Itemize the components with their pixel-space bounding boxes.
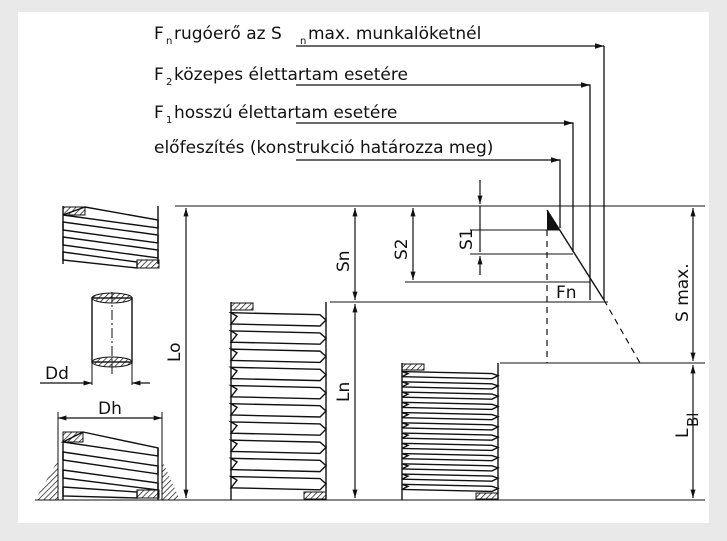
legend-f1: F 1 hosszú élettartam esetére — [154, 103, 397, 126]
fn-label-text2: max. munkalöketnél — [308, 24, 481, 44]
f1-label-main: F — [154, 103, 164, 123]
dh-label: Dh — [98, 399, 122, 419]
f1-label-sub: 1 — [166, 115, 172, 126]
s1-label: S1 — [457, 228, 477, 250]
wire-section: Dd — [40, 292, 150, 386]
fn-label-text: rugóerő az S — [174, 24, 282, 44]
spring-mounted: Dh — [35, 399, 180, 500]
spring-coil — [401, 463, 500, 472]
dd-label: Dd — [45, 364, 69, 384]
leader-lines — [296, 43, 605, 300]
lbl-label: L Bl — [673, 413, 702, 438]
spring-coil — [401, 473, 500, 482]
spring-coil — [401, 411, 500, 421]
s2-label: S2 — [392, 238, 412, 260]
f2-label-text: közepes élettartam esetére — [174, 65, 408, 85]
spring-coil — [401, 483, 500, 493]
fn-dim-label: Fn — [556, 283, 577, 303]
force-line — [546, 209, 605, 301]
spring-coil — [228, 439, 328, 455]
spring-coil — [228, 366, 328, 382]
spring-coil — [401, 391, 500, 400]
spring-free — [62, 206, 160, 269]
sn-label: Sn — [334, 250, 354, 272]
reference-lines — [35, 205, 705, 501]
spring-coil — [401, 370, 500, 380]
legend-f2: F 2 közepes élettartam esetére — [154, 65, 408, 88]
legend-fn: F n rugóerő az S n max. munkalöketnél — [154, 24, 481, 47]
force-line-dashed — [603, 299, 641, 364]
spring-coil — [228, 475, 328, 491]
fn-label-sub: n — [166, 36, 172, 47]
preload-label: előfeszítés (konstrukció határozza meg) — [154, 138, 493, 158]
spring-block — [401, 363, 500, 500]
spring-coil — [401, 452, 500, 462]
f2-label-sub: 2 — [166, 77, 172, 88]
spring-coil — [401, 381, 500, 390]
spring-coil — [401, 442, 500, 452]
lo-label: Lo — [165, 342, 185, 362]
pre-leader — [296, 159, 561, 228]
spring-coil — [228, 330, 328, 345]
spring-coil — [228, 348, 328, 364]
spring-coil — [228, 311, 328, 327]
ln-label: Ln — [334, 382, 354, 402]
spring-coil — [228, 457, 328, 473]
lbl-label-sub: Bl — [684, 413, 702, 427]
fn-label-sub2: n — [300, 36, 306, 47]
spring-coil — [228, 384, 328, 400]
spring-loaded — [228, 302, 328, 500]
spring-coil — [228, 421, 328, 436]
spring-coil — [401, 401, 500, 411]
spring-coil — [228, 402, 328, 418]
lbl-label-main: L — [673, 428, 693, 438]
spring-coil — [401, 432, 500, 441]
spring-coil — [401, 422, 500, 431]
f1-label-text: hosszú élettartam esetére — [174, 103, 397, 123]
fn-label-main: F — [154, 24, 164, 44]
force-characteristic — [546, 209, 641, 364]
f2-label-main: F — [154, 65, 164, 85]
dimension-lines — [183, 180, 696, 498]
smax-label: S max. — [673, 263, 693, 322]
